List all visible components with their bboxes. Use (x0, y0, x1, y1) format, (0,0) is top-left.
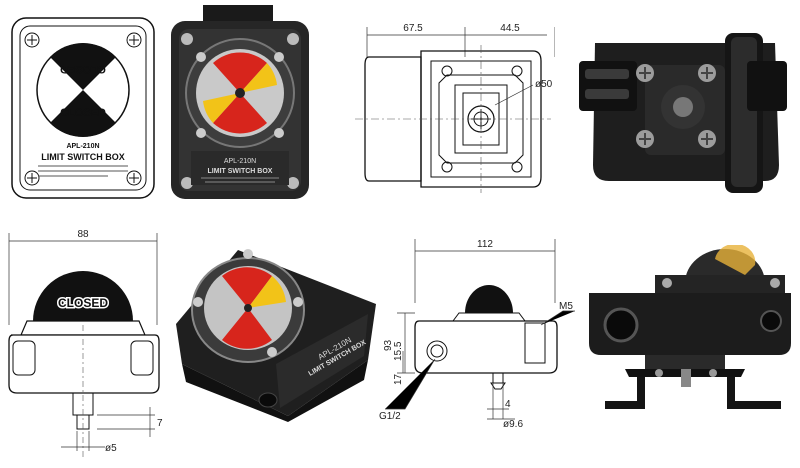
dome-screw-icon (293, 297, 303, 307)
mount-hole-icon (511, 161, 523, 173)
corner-screw-icon (24, 32, 40, 48)
closed-label-inverted: CLOSED (60, 63, 106, 75)
conduit-port-icon (426, 340, 448, 362)
dome-screw-icon (267, 347, 277, 357)
conduit-port-icon (760, 310, 782, 332)
bracket-screw-icon (636, 130, 654, 148)
dome-screw-icon (274, 52, 284, 62)
isometric-photo: APL-210N LIMIT SWITCH BOX (168, 232, 383, 422)
top-view-drawing: 67.5 44.5 ø50 (355, 5, 556, 203)
side-photo-bracket (585, 243, 795, 420)
corner-screw-icon (181, 177, 193, 189)
dim-width-left: 67.5 (403, 23, 423, 34)
dome-screw-icon (274, 128, 284, 138)
dome-screw-icon (196, 52, 206, 62)
model-label: APL-210N (66, 143, 99, 150)
corner-screw-icon (181, 33, 193, 45)
indicator-quadrant (50, 90, 116, 137)
dome-screw-icon (193, 297, 203, 307)
dim-width: 112 (477, 239, 493, 250)
mount-hole-icon (441, 161, 453, 173)
dim-diameter: ø50 (535, 79, 553, 90)
dim-15-5: 15.5 (393, 341, 404, 361)
dome-screw-icon (243, 249, 253, 259)
dim-width: 88 (77, 229, 89, 240)
corner-screw-icon (287, 177, 299, 189)
product-title: LIMIT SWITCH BOX (208, 168, 273, 175)
front-view-photo: APL-210N LIMIT SWITCH BOX (165, 5, 315, 203)
dim-4: 4 (505, 399, 511, 410)
conduit-port-icon (130, 340, 154, 376)
bracket-screw-icon (655, 369, 663, 377)
indicator-quadrant (50, 43, 116, 90)
conduit-port-icon (603, 307, 639, 343)
bracket-screw-icon (709, 369, 717, 377)
mount-hole-icon (441, 65, 453, 77)
dim-shaft-height: 7 (157, 418, 163, 429)
bracket-photo (575, 15, 790, 200)
closed-label: CLOSED (58, 296, 108, 310)
section-drawing: 112 93 17 15.5 M5 G1/2 4 ø9.6 (375, 233, 580, 463)
corner-screw-icon (126, 170, 142, 186)
dim-height: 93 (383, 339, 394, 351)
model-label: APL-210N (224, 158, 256, 165)
front-view-drawing: CLOSED CLOSED APL-210N LIMIT SWITCH BOX (8, 8, 158, 203)
dim-shaft-diameter: ø5 (105, 443, 117, 454)
top-screw-icon (662, 278, 672, 288)
corner-screw-icon (287, 33, 299, 45)
closed-label: CLOSED (60, 107, 106, 119)
dim-width-right: 44.5 (500, 23, 520, 34)
dome-screw-icon (196, 128, 206, 138)
bracket-screw-icon (636, 64, 654, 82)
corner-screw-icon (126, 32, 142, 48)
side-view-drawing: 88 CLOSED 7 ø5 (5, 225, 165, 462)
conduit-port-icon (12, 340, 36, 376)
product-title: LIMIT SWITCH BOX (41, 152, 125, 162)
bracket-screw-icon (698, 130, 716, 148)
dim-9-6: ø9.6 (503, 419, 523, 430)
dim-port-thread: G1/2 (379, 411, 401, 422)
top-screw-icon (770, 278, 780, 288)
mount-hole-icon (511, 65, 523, 77)
dim-thread: M5 (559, 301, 573, 312)
conduit-port-icon (258, 392, 278, 408)
dim-17: 17 (393, 373, 404, 385)
corner-screw-icon (24, 170, 40, 186)
bracket-screw-icon (698, 64, 716, 82)
